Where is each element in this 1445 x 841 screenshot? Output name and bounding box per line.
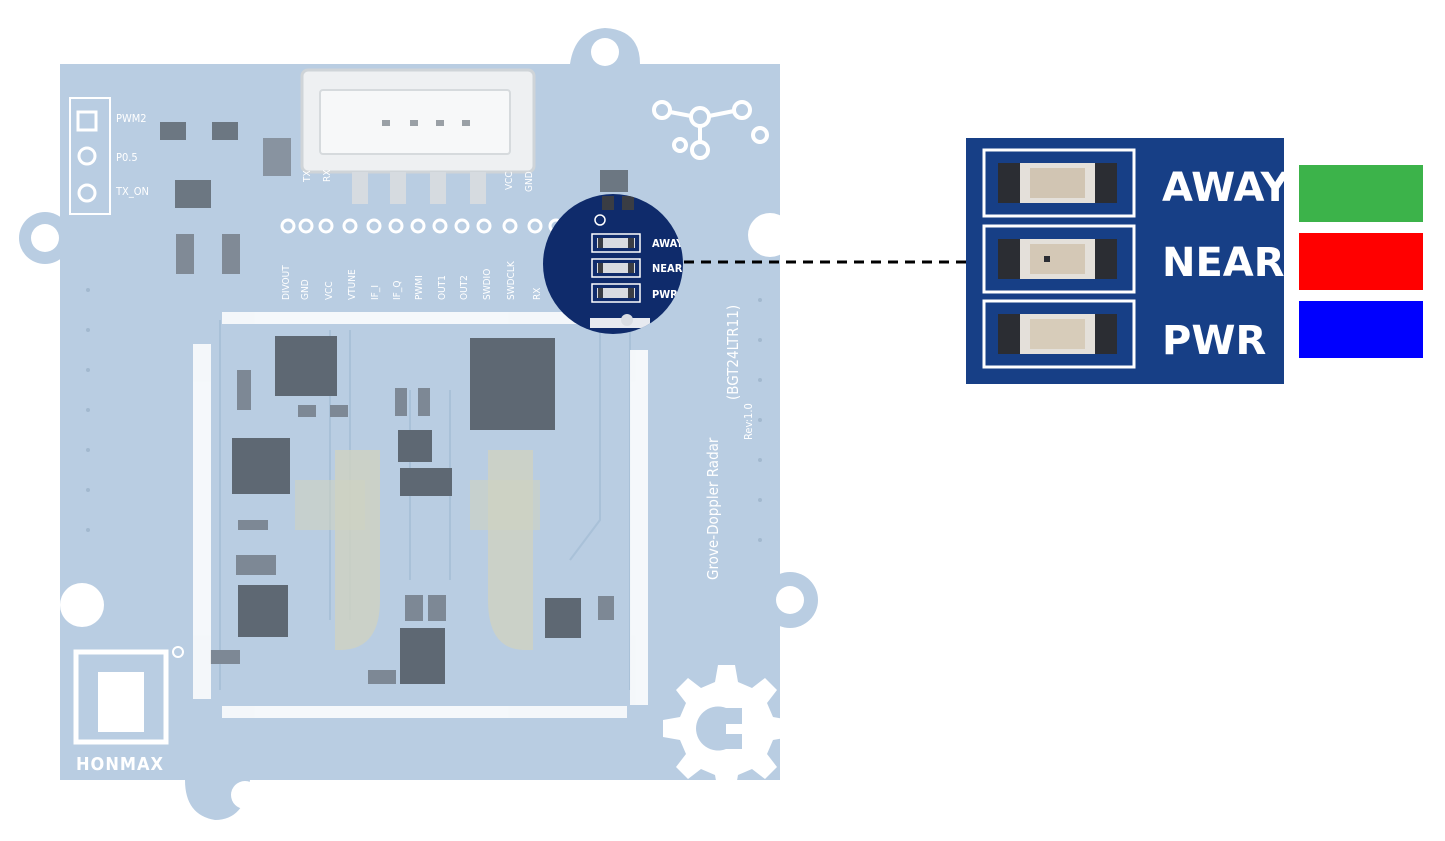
pin-label-swdio: SWDIO [482,269,493,300]
swatch-pwr-blue [1299,301,1423,358]
antenna-patches [295,450,540,650]
led-color-legend [1299,165,1423,358]
ics [232,336,581,684]
pin-pads [280,218,564,234]
brand-logo [73,646,184,745]
zoom-label-pwr: PWR [1162,318,1266,364]
pin-label-divout: DIVOUT [281,265,292,300]
pcb-board [19,28,818,820]
zoom-led-pwr [998,314,1117,354]
pin-label-pwmi: PWMI [414,275,425,300]
connector-label-rx: RX [322,170,333,182]
highlight-label-near: NEAR [652,262,683,275]
mount-hole-top [591,38,619,66]
brand-logo-text: HONMAX [76,754,164,775]
mount-hole-bottom [231,781,259,809]
zoom-label-near: NEAR [1162,240,1285,286]
highlight-label-away: AWAY [652,237,684,250]
connector-label-vcc: VCC [504,171,515,190]
zoom-led-away [998,163,1117,203]
pin-label-if-i: IF_I [370,285,381,300]
connector-label-tx: TX [302,170,313,183]
mount-hole-left [31,224,59,252]
board-revision: Rev:1.0 [742,403,755,440]
pin-label-gnd: GND [300,279,311,300]
connector-label-gnd: GND [524,171,535,192]
pin-label-vtune: VTUNE [347,269,358,300]
mount-hole-left-bottom [60,583,104,627]
pin-label-vcc: VCC [324,281,335,300]
led-highlight-circle: AWAY NEAR PWR [543,194,684,334]
gear-icon [663,665,790,792]
header-label-txon: TX_ON [115,185,149,198]
zoom-label-away: AWAY [1162,165,1291,211]
board-model-line2: (BGT24LTR11) [724,305,742,400]
header-label-p05: P0.5 [116,151,138,164]
swatch-near-red [1299,233,1423,290]
pin-label-if-q: IF_Q [392,281,403,300]
board-silkscreen: PWM2 P0.5 TX_ON TX RX VCC GND DIVOUT GND… [76,112,755,775]
board-model-line1: Grove-Doppler Radar [704,437,722,580]
mount-hole-right-top [748,213,792,257]
highlight-label-pwr: PWR [652,288,678,301]
mount-hole-right-bottom [776,586,804,614]
swatch-away-green [1299,165,1423,222]
pin-label-out2: OUT2 [459,275,470,300]
smd-components-top [160,122,628,274]
header-label-pwm2: PWM2 [116,112,147,125]
zoom-led-near [998,239,1117,279]
pin-label-out1: OUT1 [437,275,448,300]
pin-label-swdclk: SWDCLK [506,260,517,300]
pin-label-rx: RX [532,288,543,300]
led-zoom-inset: AWAY NEAR PWR [966,138,1291,384]
network-logo [652,100,769,160]
